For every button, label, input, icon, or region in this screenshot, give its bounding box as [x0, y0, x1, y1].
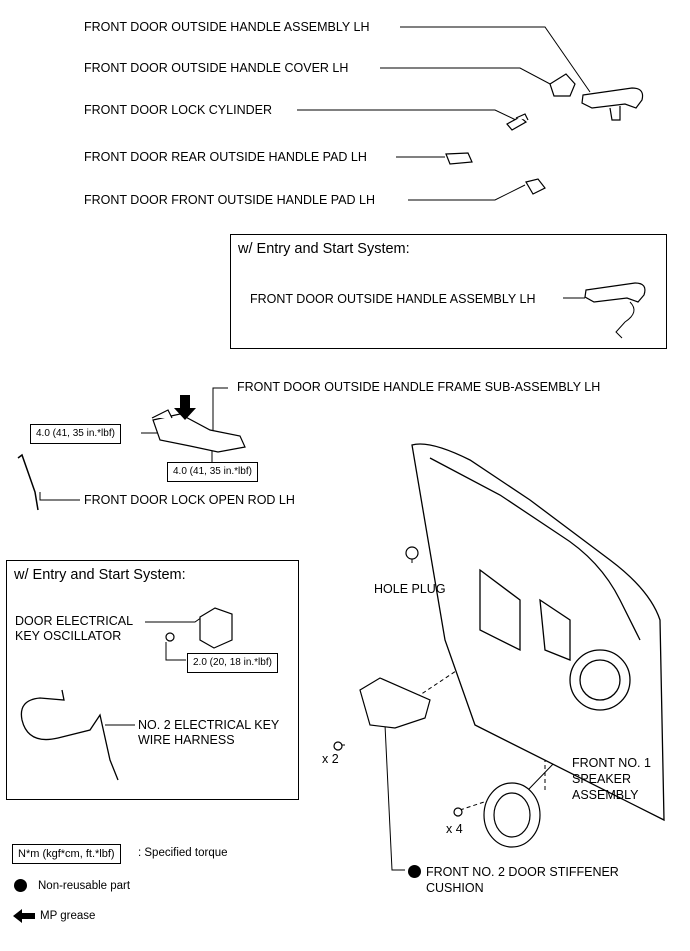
leader-handle-frame [212, 387, 228, 440]
front-pad-drawing [525, 178, 546, 195]
label-qty-x4: x 4 [446, 822, 463, 836]
label-lock-open-rod: FRONT DOOR LOCK OPEN ROD LH [84, 493, 295, 507]
torque-frame-bottom: 4.0 (41, 35 in.*lbf) [167, 462, 258, 482]
label-stiffener-1: FRONT NO. 2 DOOR STIFFENER [426, 865, 619, 879]
non-reusable-dot [408, 865, 421, 878]
door-drawing [411, 443, 665, 822]
wire-harness-drawing [20, 689, 119, 781]
label-outside-handle-assembly: FRONT DOOR OUTSIDE HANDLE ASSEMBLY LH [84, 20, 370, 34]
label-hole-plug: HOLE PLUG [374, 582, 446, 596]
label-key-oscillator-1: DOOR ELECTRICAL [15, 614, 134, 628]
entry-box-left-header: w/ Entry and Start System: [14, 567, 186, 583]
label-speaker-1: FRONT NO. 1 [572, 756, 651, 770]
label-wire-harness-1: NO. 2 ELECTRICAL KEY [138, 718, 280, 732]
legend-mp-grease-text: MP grease [40, 910, 96, 922]
lock-cylinder-drawing [506, 113, 529, 131]
handle-frame-drawing [151, 395, 246, 453]
legend-torque-text: : Specified torque [138, 847, 228, 859]
lock-rod-drawing [17, 453, 39, 511]
hole-plug-drawing [405, 546, 419, 560]
speaker-drawing [483, 782, 541, 848]
leader-oscillator-torque [165, 642, 186, 661]
leader-front-pad [408, 184, 526, 201]
label-handle-frame: FRONT DOOR OUTSIDE HANDLE FRAME SUB-ASSE… [237, 380, 601, 394]
leader-lock-cylinder [297, 109, 521, 123]
label-speaker-2: SPEAKER [572, 772, 632, 786]
label-qty-x2: x 2 [322, 752, 339, 766]
entry-box-top-header: w/ Entry and Start System: [238, 241, 410, 257]
stiffener-drawing [359, 677, 431, 729]
grease-arrow [174, 395, 196, 420]
legend-non-reusable-dot [14, 879, 27, 892]
torque-frame-left: 4.0 (41, 35 in.*lbf) [30, 424, 121, 444]
leader-outside-handle [400, 26, 591, 93]
oscillator-drawing [165, 607, 233, 649]
label-rear-handle-pad: FRONT DOOR REAR OUTSIDE HANDLE PAD LH [84, 150, 367, 164]
leader-stiffener [384, 724, 405, 871]
rear-pad-drawing [445, 152, 473, 165]
label-wire-harness-2: WIRE HARNESS [138, 733, 235, 747]
label-outside-handle-cover: FRONT DOOR OUTSIDE HANDLE COVER LH [84, 61, 349, 75]
label-stiffener-2: CUSHION [426, 881, 484, 895]
entry-box-top-part: FRONT DOOR OUTSIDE HANDLE ASSEMBLY LH [250, 292, 536, 306]
leader-handle-cover [380, 67, 553, 86]
legend-non-reusable-text: Non-reusable part [38, 880, 131, 892]
mp-grease-arrow-icon [13, 909, 35, 923]
entry-box-left: w/ Entry and Start System: DOOR ELECTRIC… [6, 560, 299, 800]
torque-oscillator: 2.0 (20, 18 in.*lbf) [187, 653, 278, 673]
label-key-oscillator-2: KEY OSCILLATOR [15, 629, 122, 643]
entry-box-top: w/ Entry and Start System: FRONT DOOR OU… [230, 234, 667, 349]
entry-handle-drawing [584, 282, 646, 339]
label-speaker-3: ASSEMBLY [572, 788, 639, 802]
outside-handle-drawing [581, 87, 644, 121]
legend-torque-box: N*m (kgf*cm, ft.*lbf) [12, 844, 121, 864]
handle-cover-drawing [549, 73, 576, 97]
leader-lock-rod [39, 492, 80, 501]
label-front-handle-pad: FRONT DOOR FRONT OUTSIDE HANDLE PAD LH [84, 193, 376, 207]
bolts-drawing [333, 741, 463, 817]
label-lock-cylinder: FRONT DOOR LOCK CYLINDER [84, 103, 272, 117]
